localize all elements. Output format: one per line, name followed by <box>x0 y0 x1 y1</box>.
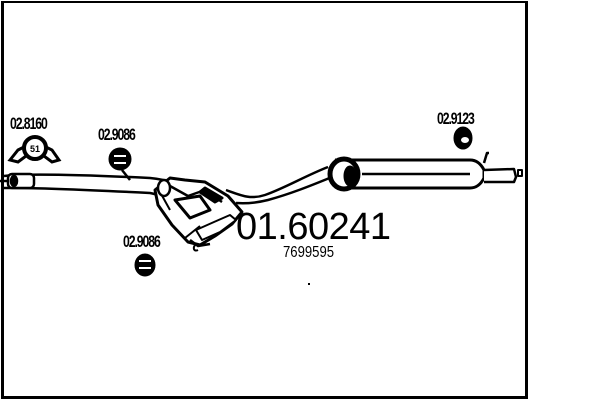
front-pipe <box>0 172 171 200</box>
rubber-hanger-icon <box>108 147 132 181</box>
svg-text:51: 51 <box>30 144 40 154</box>
middle-silencer <box>153 176 244 252</box>
accessory-label-hanger-bottom: 02.9086 <box>123 232 161 251</box>
rubber-ring-icon <box>453 126 473 150</box>
marker-dot <box>308 283 310 285</box>
rear-silencer <box>327 151 523 192</box>
accessory-label-ring: 02.9123 <box>437 109 475 128</box>
main-part-number: 01.60241 <box>236 206 391 248</box>
oe-reference-number: 7699595 <box>283 244 335 261</box>
clamp-icon: 51 <box>7 135 62 164</box>
accessory-label-hanger-top: 02.9086 <box>98 125 136 144</box>
intermediate-pipe <box>225 165 333 205</box>
rubber-hanger-icon <box>134 253 156 277</box>
diagram-frame <box>1 1 528 399</box>
accessory-label-clamp: 02.8160 <box>10 114 48 133</box>
